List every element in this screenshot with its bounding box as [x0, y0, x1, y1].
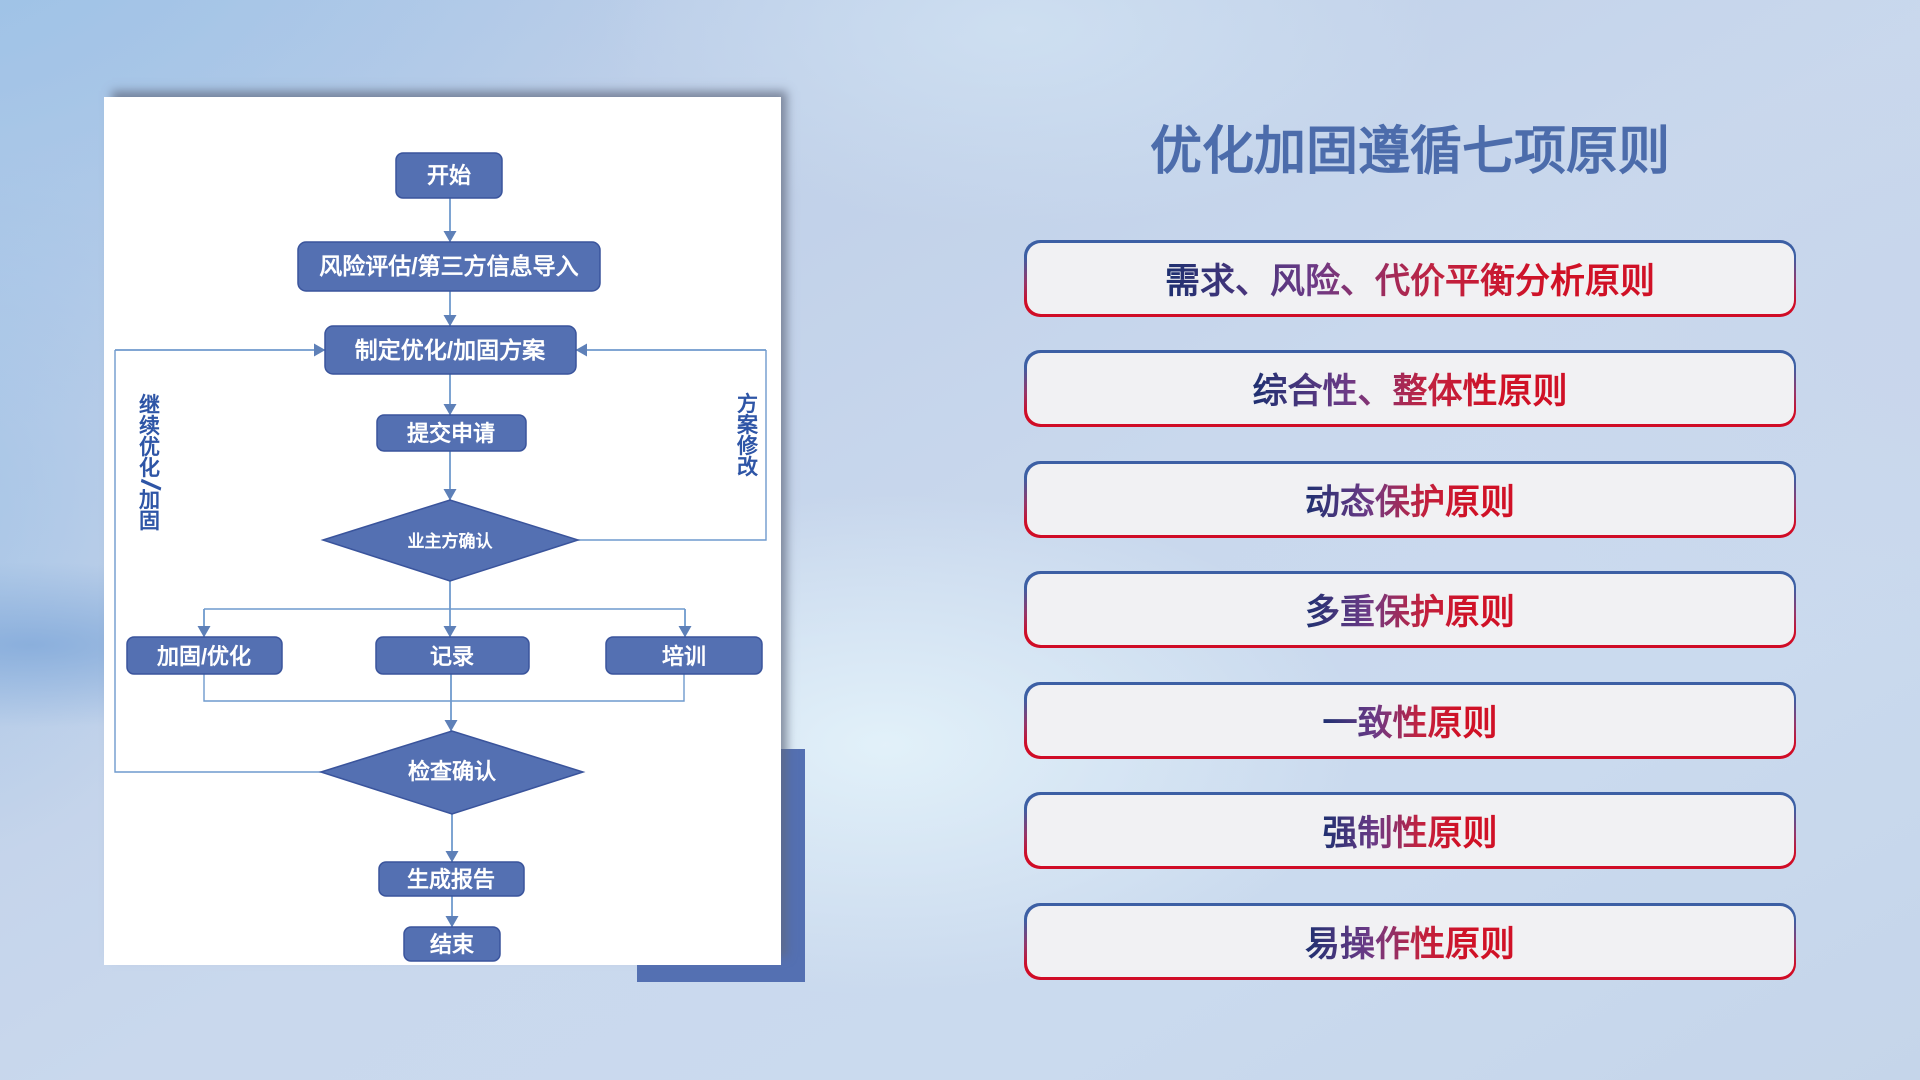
svg-text:生成报告: 生成报告 [407, 867, 495, 892]
svg-text:结束: 结束 [430, 932, 475, 957]
svg-text:培训: 培训 [662, 644, 706, 669]
svg-text:提交申请: 提交申请 [407, 421, 495, 446]
svg-text:加固/优化: 加固/优化 [156, 644, 251, 669]
svg-text:检查确认: 检查确认 [408, 759, 496, 784]
svg-text:风险评估/第三方信息导入: 风险评估/第三方信息导入 [319, 253, 578, 279]
svg-text:业主方确认: 业主方确认 [408, 531, 494, 551]
svg-text:记录: 记录 [430, 644, 474, 669]
svg-text:制定优化/加固方案: 制定优化/加固方案 [355, 337, 546, 363]
svg-text:开始: 开始 [427, 163, 471, 188]
